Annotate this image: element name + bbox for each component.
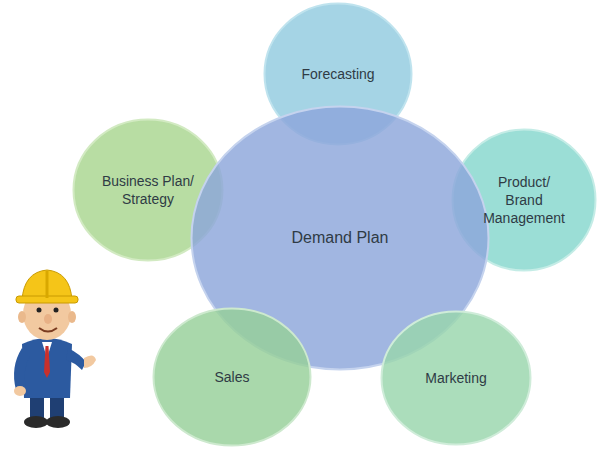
node-label: Demand Plan [292,228,389,249]
node-text-group: Sales [214,368,249,386]
node-text-group: Business Plan/ Strategy [93,172,203,208]
node-label: Marketing [425,369,486,387]
node-label: Sales [214,368,249,386]
node-text-group: Demand Plan [292,228,389,249]
engineer-illustration [0,262,100,432]
circle-node: Sales [152,307,312,447]
node-text-group: Product/ Brand Management [478,173,570,228]
node-label: Forecasting [301,65,374,83]
circle-node: Marketing [380,310,532,446]
node-label: Product/ Brand Management [478,173,570,228]
node-label: Business Plan/ Strategy [93,172,203,208]
node-text-group: Forecasting [301,65,374,83]
node-text-group: Marketing [425,369,486,387]
